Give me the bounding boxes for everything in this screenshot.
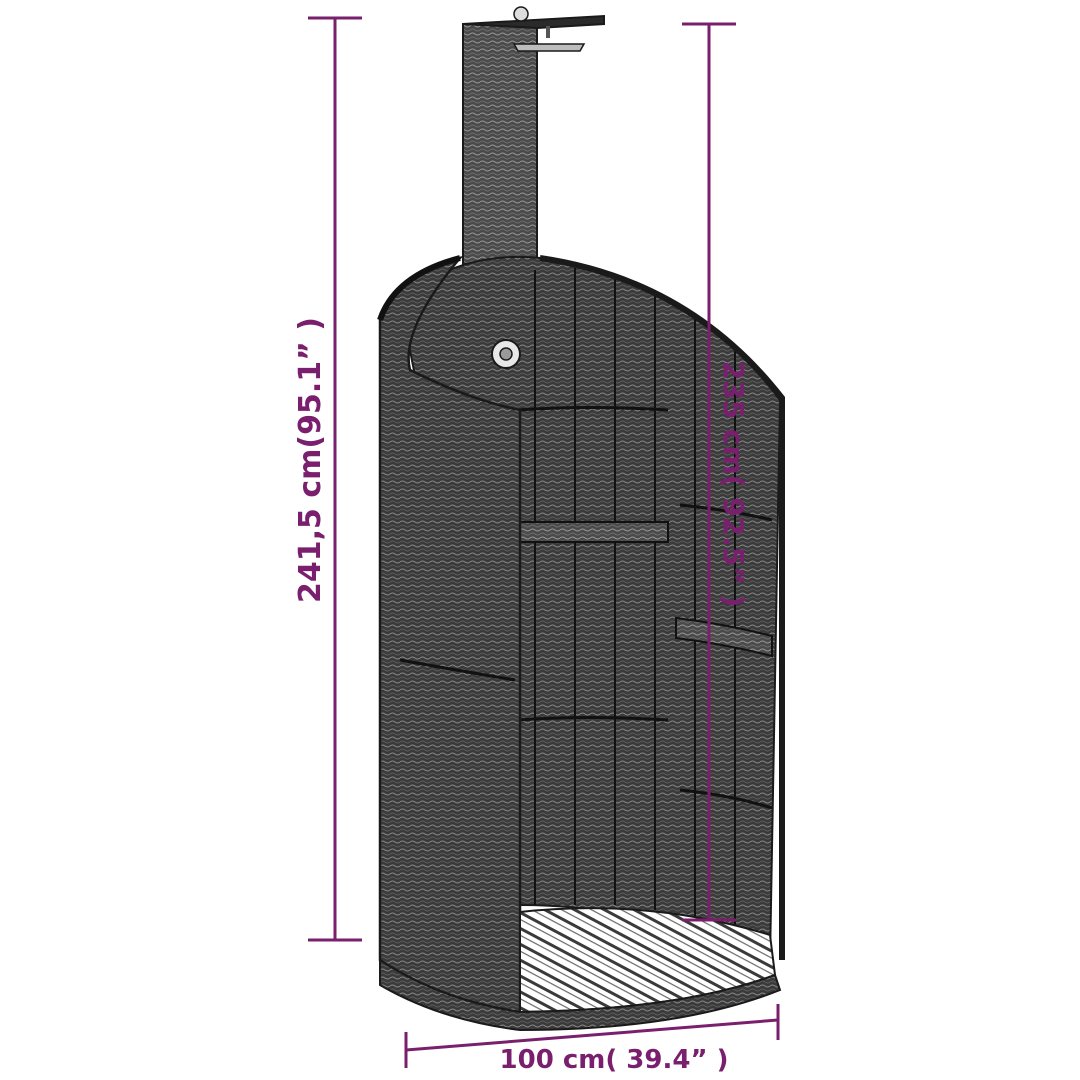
total-height-label: 241,5 cm(95.1” ) (293, 317, 328, 603)
inner-height-dimension (682, 22, 736, 922)
cabin-front-wall (377, 255, 785, 1014)
height-dimension (308, 16, 362, 942)
width-dimension (404, 1004, 780, 1068)
faucet-icon (491, 339, 521, 369)
inner-height-label: 235 cm( 92.5” ) (717, 361, 750, 608)
shower-column (462, 14, 605, 265)
slatted-floor (379, 907, 782, 1032)
width-label: 100 cm( 39.4” ) (500, 1045, 729, 1075)
shower-head-icon (512, 6, 586, 52)
